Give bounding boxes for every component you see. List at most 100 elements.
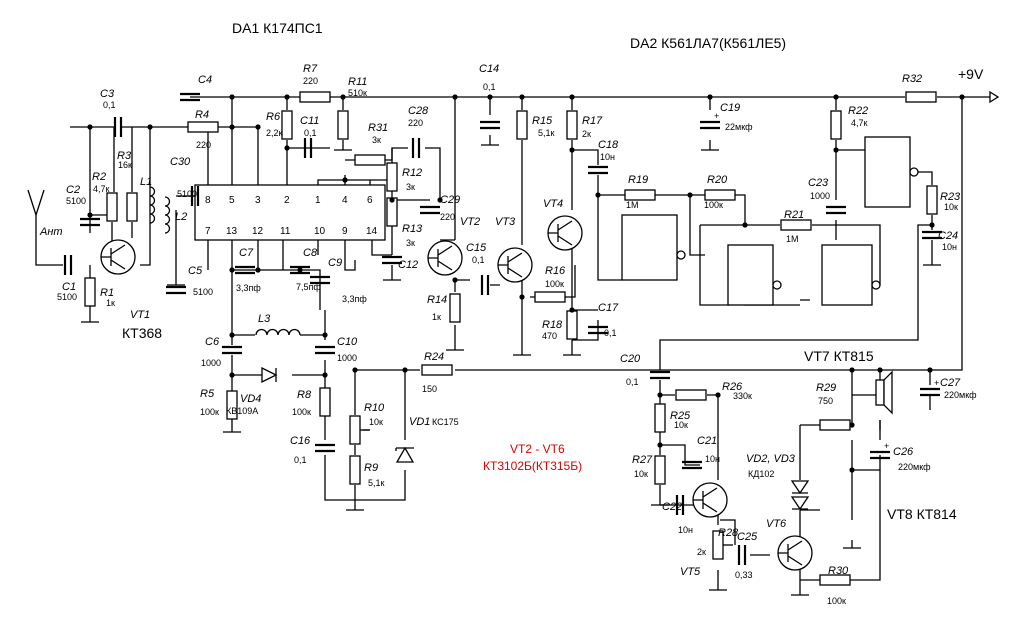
label-vt3: VT3 bbox=[495, 216, 516, 228]
label-r29: R29 bbox=[816, 382, 836, 394]
sym-r26 bbox=[675, 389, 707, 401]
label-c12: C12 bbox=[398, 259, 418, 271]
junction-dot bbox=[342, 177, 348, 183]
da1-title: DA1 К174ПС1 bbox=[232, 20, 323, 36]
label-r32: R32 bbox=[902, 73, 922, 85]
supply-label: +9V bbox=[958, 66, 984, 82]
value-r31: 3к bbox=[372, 135, 381, 145]
label-r13: R13 bbox=[402, 223, 423, 235]
junction-dot bbox=[452, 277, 458, 283]
sym-r29 bbox=[819, 419, 851, 431]
label-r26: R26 bbox=[722, 381, 743, 393]
label-r25: R25 bbox=[670, 410, 691, 422]
sym-c26: + bbox=[870, 441, 890, 460]
value-r5: 100к bbox=[200, 407, 219, 417]
gate-4-inverter-bubble bbox=[909, 167, 919, 177]
sym-c6 bbox=[222, 345, 242, 355]
junction-dot bbox=[87, 212, 93, 218]
label-l1: L1 bbox=[140, 176, 152, 188]
value-c29: 220 bbox=[440, 212, 455, 222]
sym-r21 bbox=[780, 219, 812, 231]
label-r15: R15 bbox=[532, 115, 553, 127]
sym-vd1 bbox=[395, 446, 415, 463]
sym-c28 bbox=[411, 138, 421, 158]
pin-top-2: 5 bbox=[229, 195, 235, 206]
sym-r12 bbox=[386, 162, 398, 192]
junction-dot bbox=[340, 94, 346, 100]
sym-c14 bbox=[480, 120, 500, 130]
junction-dot bbox=[595, 192, 601, 198]
value-r17: 2к bbox=[582, 129, 591, 139]
label-l3: L3 bbox=[258, 313, 271, 325]
sym-l2 bbox=[164, 196, 171, 234]
ic-da1-body bbox=[194, 184, 386, 241]
sym-r18 bbox=[566, 310, 578, 340]
value-c17: 0,1 bbox=[604, 328, 617, 338]
sym-r32 bbox=[905, 91, 937, 103]
label-vt5: VT5 bbox=[680, 566, 701, 578]
gate-3-inverter-bubble bbox=[871, 280, 881, 290]
sym-c17 bbox=[588, 325, 608, 335]
label-c1: C1 bbox=[62, 281, 76, 293]
value-c30: 5100 bbox=[177, 189, 197, 199]
junction-dot bbox=[229, 372, 235, 378]
pin-bottom-3: 12 bbox=[252, 226, 264, 237]
label-r1: R1 bbox=[100, 287, 114, 299]
gate-2 bbox=[727, 244, 774, 306]
value-r21: 1М bbox=[786, 234, 799, 244]
pin-bottom-7: 14 bbox=[366, 226, 378, 237]
junction-dot bbox=[877, 367, 883, 373]
gate-2-inverter-bubble bbox=[772, 280, 782, 290]
label-r6: R6 bbox=[266, 111, 281, 123]
label-r17: R17 bbox=[582, 115, 603, 127]
sym-r16 bbox=[534, 291, 566, 303]
junction-dot bbox=[322, 372, 328, 378]
sym-c7 bbox=[235, 265, 255, 275]
junction-dot bbox=[569, 307, 575, 313]
value-c8: 7,5пф bbox=[296, 282, 321, 292]
gate-4 bbox=[864, 136, 911, 208]
value-c16: 0,1 bbox=[294, 455, 307, 465]
label-c18: C18 bbox=[598, 139, 619, 151]
value-c21: 10н bbox=[705, 454, 720, 464]
transistor-note-1: VT2 - VT6 bbox=[510, 442, 565, 456]
gate-1-inverter-bubble bbox=[676, 250, 686, 260]
value-c19: 22мкф bbox=[725, 122, 753, 132]
sym-c27: + bbox=[920, 378, 940, 397]
label-vt6: VT6 bbox=[766, 518, 787, 530]
junction-dot bbox=[657, 392, 663, 398]
junction-dot bbox=[284, 145, 290, 151]
sym-c8 bbox=[290, 265, 310, 275]
junction-dot bbox=[452, 94, 458, 100]
sym-r10 bbox=[349, 415, 370, 445]
junction-dot bbox=[87, 124, 93, 130]
junction-dot bbox=[322, 332, 328, 338]
junction-dot bbox=[297, 267, 303, 273]
value-c25: 0,33 bbox=[735, 570, 753, 580]
sym-c12 bbox=[382, 255, 402, 265]
logic-gates bbox=[621, 136, 919, 306]
sym-vt5 bbox=[692, 482, 728, 518]
label-c14: C14 bbox=[479, 63, 499, 75]
sym-r22 bbox=[830, 110, 842, 140]
value-r18: 470 bbox=[542, 331, 557, 341]
sym-c24 bbox=[922, 230, 942, 240]
sym-c20 bbox=[650, 370, 670, 380]
value-c1: 5100 bbox=[57, 292, 77, 302]
pin-top-5: 1 bbox=[315, 195, 321, 206]
pin-top-3: 3 bbox=[255, 195, 261, 206]
label-r4: R4 bbox=[195, 109, 209, 121]
sym-r24 bbox=[421, 364, 453, 376]
sym-vt3 bbox=[497, 247, 533, 283]
junction-dot bbox=[229, 124, 235, 130]
label-c27: C27 bbox=[940, 377, 961, 389]
label-r27: R27 bbox=[632, 454, 653, 466]
value-c24: 10н bbox=[942, 242, 957, 252]
sym-c16 bbox=[315, 443, 335, 453]
value-c9: 3,3пф bbox=[342, 294, 367, 304]
value-c26: 220мкф bbox=[898, 462, 931, 472]
component-symbols: +++ bbox=[63, 91, 942, 586]
junction-dot bbox=[833, 94, 839, 100]
junction-dot bbox=[255, 124, 261, 130]
sym-r8 bbox=[319, 387, 331, 417]
